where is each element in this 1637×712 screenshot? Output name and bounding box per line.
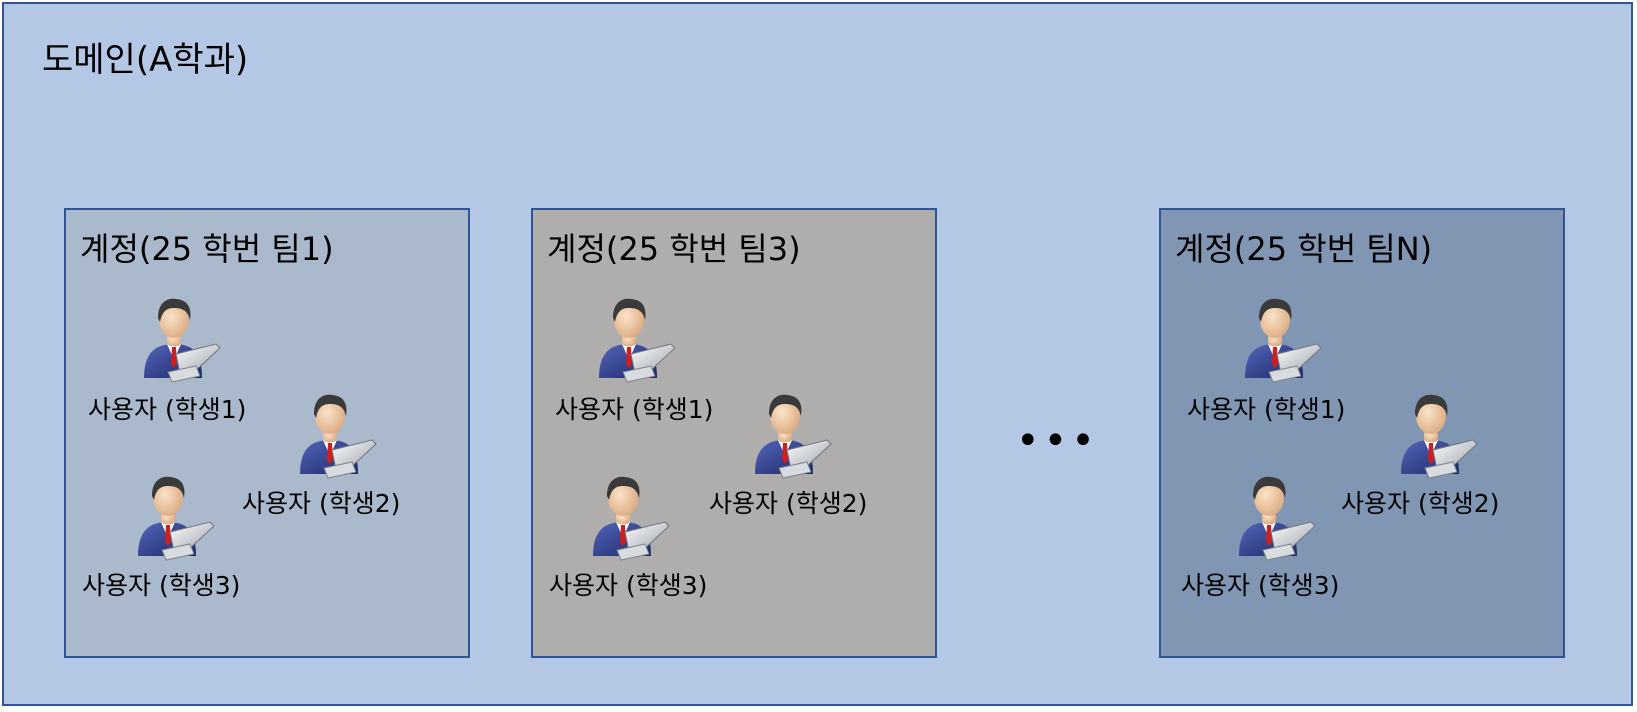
user-label-student3: 사용자 (학생3): [82, 571, 241, 600]
user-label-student2: 사용자 (학생2): [242, 489, 401, 518]
account-box-team1: 계정(25 학번 팀1) 사용자 (학생1) 사용자 (학생2) 사용자 (학생…: [64, 208, 470, 658]
user-label-student2: 사용자 (학생2): [1341, 489, 1500, 518]
user-with-laptop-icon: [130, 468, 216, 564]
domain-title: 도메인(A학과): [42, 40, 249, 80]
user-label-student3: 사용자 (학생3): [549, 571, 708, 600]
account-title: 계정(25 학번 팀1): [80, 230, 334, 268]
account-title: 계정(25 학번 팀N): [1175, 230, 1433, 268]
user-with-laptop-icon: [1237, 290, 1323, 386]
user-with-laptop-icon: [136, 290, 222, 386]
account-title: 계정(25 학번 팀3): [547, 230, 801, 268]
user-label-student1: 사용자 (학생1): [88, 395, 247, 424]
account-box-team3: 계정(25 학번 팀3) 사용자 (학생1) 사용자 (학생2) 사용자 (학생…: [531, 208, 937, 658]
user-with-laptop-icon: [1231, 468, 1317, 564]
user-with-laptop-icon: [292, 386, 378, 482]
user-with-laptop-icon: [591, 290, 677, 386]
user-with-laptop-icon: [585, 468, 671, 564]
user-label-student1: 사용자 (학생1): [1187, 395, 1346, 424]
user-with-laptop-icon: [747, 386, 833, 482]
user-with-laptop-icon: [1393, 386, 1479, 482]
user-label-student2: 사용자 (학생2): [709, 489, 868, 518]
user-label-student3: 사용자 (학생3): [1181, 571, 1340, 600]
ellipsis: •••: [1016, 418, 1099, 464]
account-box-teamN: 계정(25 학번 팀N) 사용자 (학생1) 사용자 (학생2) 사용자 (학생…: [1159, 208, 1565, 658]
user-label-student1: 사용자 (학생1): [555, 395, 714, 424]
